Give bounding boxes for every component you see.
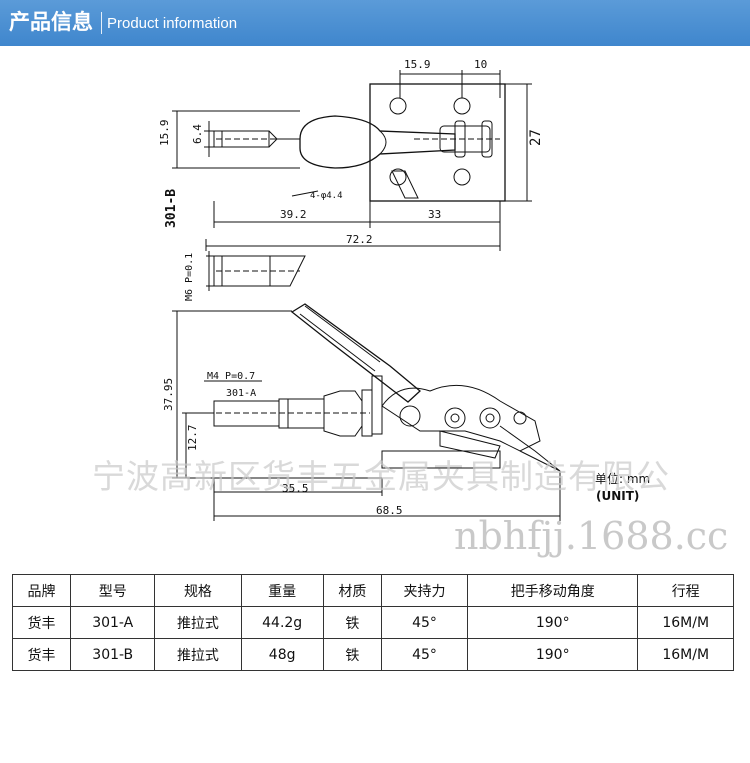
cell-brand: 货丰 bbox=[11, 638, 72, 671]
section-subtitle: Product information bbox=[107, 15, 238, 32]
table-row: 货丰 301-A 推拉式 44.2g 铁 45° 190° 16M/M bbox=[11, 606, 734, 639]
dim-39-2: 39.2 bbox=[280, 208, 307, 221]
cell-handle-angle: 190° bbox=[467, 638, 639, 671]
table-row: 货丰 301-B 推拉式 48g 铁 45° 190° 16M/M bbox=[11, 638, 734, 671]
unit-label-en: (UNIT) bbox=[596, 489, 639, 503]
dim-6-4: 6.4 bbox=[191, 124, 204, 144]
spec-table: 品牌 型号 规格 重量 材质 夹持力 把手移动角度 行程 货丰 301-A 推拉… bbox=[11, 574, 734, 671]
cell-material: 铁 bbox=[322, 638, 382, 671]
table-header-row: 品牌 型号 规格 重量 材质 夹持力 把手移动角度 行程 bbox=[11, 574, 734, 607]
watermark-site: nbhfjj.1688.cc bbox=[454, 514, 729, 558]
side-view bbox=[172, 303, 561, 521]
thread-a: M4 P=0.7 bbox=[207, 371, 255, 382]
dim-33: 33 bbox=[428, 208, 441, 221]
col-material: 材质 bbox=[322, 574, 382, 607]
bottom-blank-area bbox=[0, 673, 750, 763]
watermark-company: 宁波高新区货丰五金属夹具制造有限公 bbox=[92, 457, 670, 496]
top-dim-labels: 15.9 10 27 15.9 6.4 4-φ4.4 301-B 39.2 33… bbox=[158, 58, 544, 301]
model-label-a: 301-A bbox=[226, 388, 256, 399]
side-dim-labels: M4 P=0.7 301-A 37.95 12.7 35.5 68.5 单位: … bbox=[162, 371, 650, 517]
cell-model: 301-A bbox=[70, 606, 156, 639]
dim-15-9-v: 15.9 bbox=[158, 120, 171, 147]
dim-68-5: 68.5 bbox=[376, 504, 403, 517]
cell-material: 铁 bbox=[322, 606, 382, 639]
col-clamp-force: 夹持力 bbox=[380, 574, 469, 607]
dim-12-7: 12.7 bbox=[186, 425, 199, 452]
technical-drawing: 15.9 10 27 15.9 6.4 4-φ4.4 301-B 39.2 33… bbox=[158, 58, 650, 521]
cell-stroke: 16M/M bbox=[637, 606, 734, 639]
cell-spec: 推拉式 bbox=[154, 638, 242, 671]
cell-brand: 货丰 bbox=[11, 606, 72, 639]
top-view bbox=[172, 70, 532, 291]
dim-27: 27 bbox=[528, 129, 544, 146]
cell-stroke: 16M/M bbox=[637, 638, 734, 671]
dim-37-95: 37.95 bbox=[162, 378, 175, 411]
hole-callout: 4-φ4.4 bbox=[310, 191, 343, 201]
col-brand: 品牌 bbox=[11, 574, 72, 607]
section-title: 产品信息 bbox=[9, 10, 93, 34]
section-header: 产品信息 Product information bbox=[0, 0, 750, 46]
col-spec: 规格 bbox=[154, 574, 242, 607]
col-stroke: 行程 bbox=[637, 574, 734, 607]
col-handle-angle: 把手移动角度 bbox=[467, 574, 639, 607]
cell-clamp-force: 45° bbox=[380, 606, 469, 639]
title-divider bbox=[101, 12, 102, 34]
dim-72-2: 72.2 bbox=[346, 233, 373, 246]
dim-10: 10 bbox=[474, 58, 487, 71]
cell-weight: 44.2g bbox=[240, 606, 324, 639]
dim-35-5: 35.5 bbox=[282, 482, 309, 495]
cell-weight: 48g bbox=[240, 638, 324, 671]
cell-handle-angle: 190° bbox=[467, 606, 639, 639]
model-label-b: 301-B bbox=[164, 189, 179, 228]
col-weight: 重量 bbox=[240, 574, 324, 607]
col-model: 型号 bbox=[70, 574, 156, 607]
dim-15-9: 15.9 bbox=[404, 58, 431, 71]
cell-clamp-force: 45° bbox=[380, 638, 469, 671]
unit-label-cn: 单位: mm bbox=[595, 471, 650, 486]
cell-spec: 推拉式 bbox=[154, 606, 242, 639]
cell-model: 301-B bbox=[70, 638, 156, 671]
thread-b: M6 P=0.1 bbox=[184, 253, 195, 301]
